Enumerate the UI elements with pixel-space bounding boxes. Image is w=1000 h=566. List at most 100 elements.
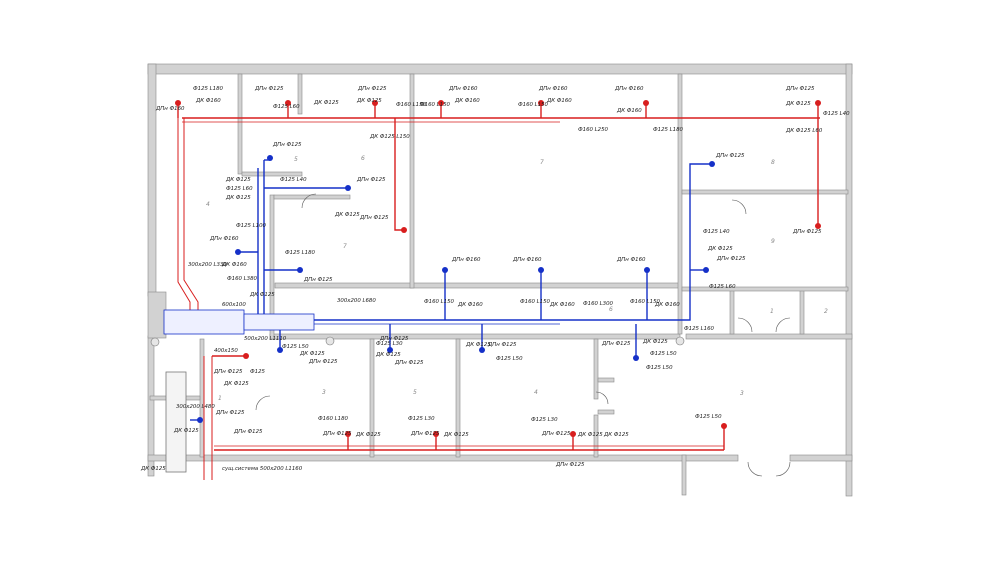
annotation: ДК Ф125 L150 <box>369 134 410 140</box>
diffuser-icon <box>297 267 303 273</box>
wall-v-10 <box>799 289 805 335</box>
wall-left-lobby <box>147 291 167 339</box>
annotation: 600x100 <box>222 302 246 308</box>
diffuser-icon <box>538 100 544 106</box>
annotation: ДПн Ф160 <box>614 86 644 92</box>
annotation: Ф125 L30 <box>408 416 435 422</box>
annotation: ДК Ф125 <box>707 246 733 252</box>
room-number: 6 <box>361 155 365 162</box>
annotation: ДПн Ф125 <box>716 256 746 262</box>
wall-corridor-top-mid <box>410 282 682 289</box>
annotation: Ф125 L50 <box>646 365 673 371</box>
annotation: ДПн Ф160 <box>451 257 481 263</box>
room-number: 3 <box>322 389 326 396</box>
annotation: ДПн Ф125 <box>213 369 243 375</box>
outer-wall-bottom <box>147 454 739 462</box>
diffuser-icon <box>633 355 639 361</box>
annotation: сущ.система 500x200 L1160 <box>222 466 303 472</box>
diffuser-icon <box>538 267 544 273</box>
annotation: ДПн Ф125 <box>601 341 631 347</box>
annotation: ДПн Ф125 <box>357 86 387 92</box>
annotation: ДК Ф125 <box>225 177 251 183</box>
annotations: ДПн Ф160 Ф125 L180 ДК Ф160 ДПн Ф125 ДК Ф… <box>140 86 850 472</box>
annotation: ДПн Ф125 <box>356 177 386 183</box>
outer-wall-top <box>147 63 853 75</box>
annotation: Ф125 L40 <box>823 111 850 117</box>
room-number: 4 <box>534 389 538 396</box>
annotation: Ф125 L60 <box>709 284 736 290</box>
annotation: ДК Ф125 <box>443 432 469 438</box>
annotation: ДК Ф160 <box>454 98 480 104</box>
door-swing <box>731 199 747 215</box>
diffuser-icon <box>479 347 485 353</box>
wall-corridor-top-left <box>274 282 412 289</box>
annotation: ДПн Ф160 <box>538 86 568 92</box>
supply-riser-left-2 <box>183 118 199 320</box>
exhaust-ducts <box>190 159 712 421</box>
annotation: ДК Ф125 <box>465 342 491 348</box>
wall-h-1 <box>681 189 849 195</box>
room-number: 2 <box>824 308 828 315</box>
room-number: 7 <box>343 243 347 250</box>
door-swing <box>301 193 317 209</box>
annotation: ДПн Ф160 <box>448 86 478 92</box>
annotation: Ф160 L150 <box>420 102 451 108</box>
diffuser-icon <box>644 267 650 273</box>
diffuser-icon <box>401 227 407 233</box>
room-number: 1 <box>770 308 774 315</box>
diffuser-icon <box>721 423 727 429</box>
wall-v-7 <box>455 338 461 458</box>
annotation: ДПн Ф125 <box>379 336 409 342</box>
wall-v-left-lower <box>199 338 205 458</box>
supply-diffusers <box>175 100 821 437</box>
room-number: 1 <box>218 395 222 402</box>
diffuser-icon <box>277 347 283 353</box>
annotation: ДПн Ф125 <box>555 462 585 468</box>
duct-box-existing <box>163 309 245 335</box>
room-number: 7 <box>540 159 544 166</box>
diffuser-icon <box>815 100 821 106</box>
room-number: 9 <box>771 238 775 245</box>
wall-v-6 <box>369 338 375 458</box>
diffuser-icon <box>372 100 378 106</box>
annotation: ДК Ф160 <box>457 302 483 308</box>
annotation: ДПн Ф125 <box>303 277 333 283</box>
door-swing <box>775 461 791 477</box>
annotation: Ф125 L50 <box>282 344 309 350</box>
wall-v-8 <box>593 338 599 400</box>
diffuser-icon <box>815 223 821 229</box>
annotation: ДК Ф125 <box>577 432 603 438</box>
annotation: Ф125 <box>250 369 265 375</box>
annotation: ДК Ф125 <box>334 212 360 218</box>
exhaust-riser-right <box>676 163 712 321</box>
annotation: ДПн Ф125 <box>308 359 338 365</box>
existing-system-duct <box>163 309 245 473</box>
annotation: ДПн Ф125 <box>541 431 571 437</box>
wall-v-9 <box>593 414 599 458</box>
diffuser-icon <box>345 185 351 191</box>
annotation: ДПн Ф125 <box>322 431 352 437</box>
wall-h-2 <box>681 286 849 292</box>
room-number: 4 <box>206 201 210 208</box>
annotation: ДК Ф125 <box>642 339 668 345</box>
annotation: Ф125 L50 <box>496 356 523 362</box>
diffuser-icon <box>709 161 715 167</box>
annotation: ДПн Ф125 <box>410 431 440 437</box>
door-swing <box>595 391 609 405</box>
outer-wall-right <box>845 63 853 497</box>
annotation: Ф125 L60 <box>226 186 253 192</box>
wall-h-6 <box>597 377 615 383</box>
annotation: ДПн Ф125 <box>792 229 822 235</box>
annotation: ДК Ф125 <box>223 381 249 387</box>
wall-v-5 <box>269 194 275 340</box>
annotation: Ф160 L180 <box>318 416 349 422</box>
annotation: Ф160 L150 <box>424 299 455 305</box>
room-number: 5 <box>413 389 417 396</box>
annotation: Ф125 L50 <box>650 351 677 357</box>
annotation: Ф125 L100 <box>236 223 267 229</box>
annotation: ДК Ф125 <box>225 195 251 201</box>
diffuser-icon <box>285 100 291 106</box>
annotation: Ф160 L300 <box>583 301 614 307</box>
annotation: Ф125 L40 <box>703 229 730 235</box>
annotation: ДПн Ф125 <box>254 86 284 92</box>
